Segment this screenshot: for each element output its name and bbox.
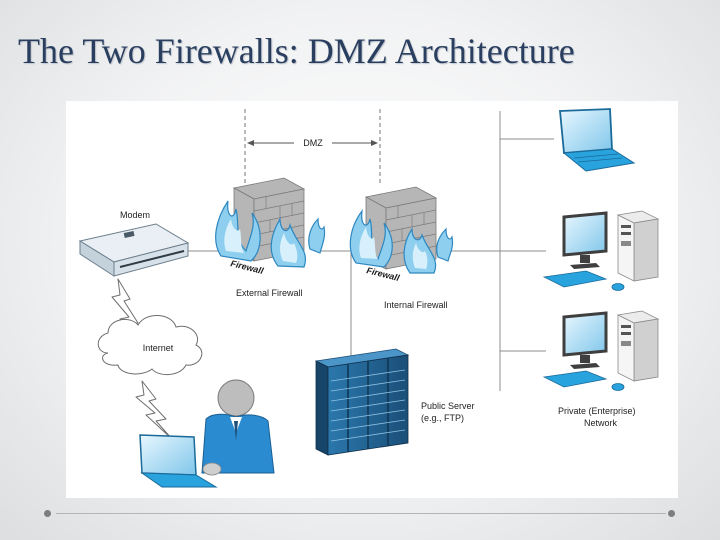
external-firewall-label: External Firewall — [236, 288, 303, 298]
server-rack-icon — [314, 348, 410, 456]
modem-icon — [78, 223, 190, 277]
desktop-computer-icon — [542, 310, 660, 391]
footer-bullet-right — [668, 510, 675, 517]
internal-firewall-label: Internal Firewall — [384, 300, 448, 310]
footer-bullet-left — [44, 510, 51, 517]
internet-label: Internet — [143, 343, 174, 353]
cloud-icon — [97, 315, 203, 375]
lightning-bolt-icon — [135, 380, 173, 440]
private-network-label-line2: Network — [584, 418, 618, 428]
private-network-label: Private (Enterprise) — [558, 406, 636, 416]
internal-firewall-icon: Firewall — [349, 186, 454, 283]
desktop-computer-icon — [542, 210, 660, 291]
slide-title: The Two Firewalls: DMZ Architecture — [18, 31, 575, 71]
laptop-icon — [559, 108, 636, 172]
connection-lines — [182, 111, 554, 407]
dmz-label: DMZ — [303, 138, 323, 148]
modem-label: Modem — [120, 210, 150, 220]
footer-divider — [56, 513, 666, 514]
dmz-marker: DMZ — [244, 109, 381, 183]
public-server-example-label: (e.g., FTP) — [421, 413, 464, 423]
external-firewall-icon: Firewall — [215, 177, 326, 276]
dmz-architecture-diagram: DMZ Modem Internet — [66, 101, 678, 498]
user-at-laptop-icon — [139, 379, 275, 488]
public-server-label: Public Server — [421, 401, 475, 411]
